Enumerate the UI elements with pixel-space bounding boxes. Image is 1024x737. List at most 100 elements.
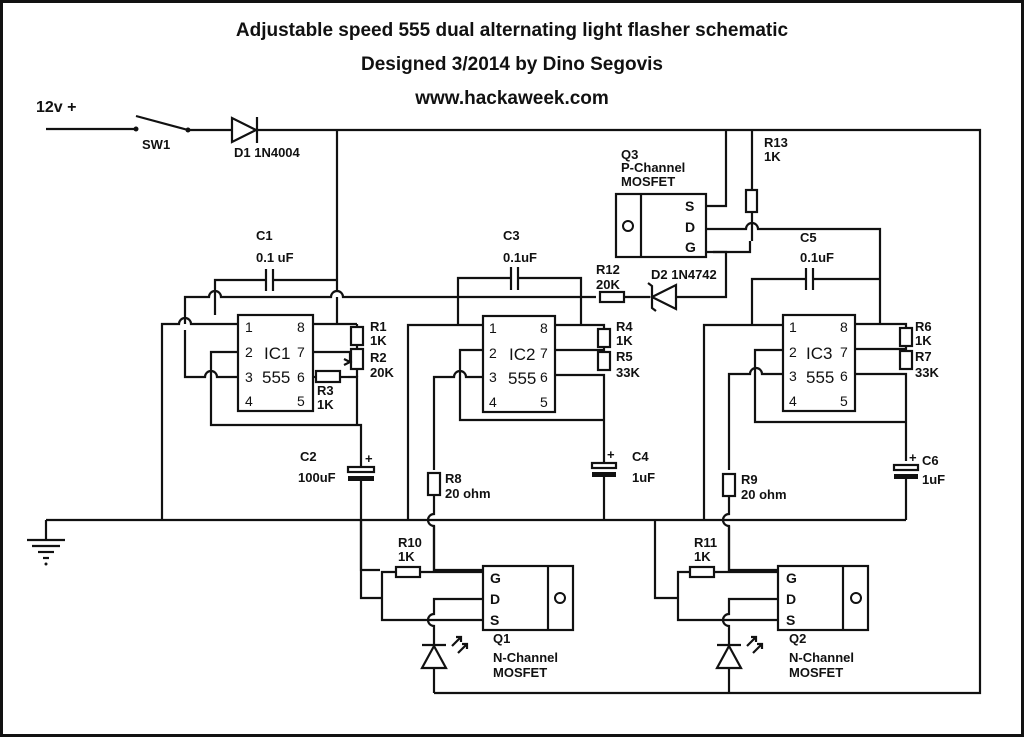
ic3-pin6: 6 [840, 368, 848, 384]
q2-pin-d: D [786, 591, 796, 607]
r2-potentiometer[interactable] [349, 347, 365, 371]
r7-value: 33K [915, 365, 939, 380]
q2-kind: MOSFET [789, 665, 843, 680]
ic2-part: 555 [508, 369, 536, 388]
q1-kind: MOSFET [493, 665, 547, 680]
c2-ref: C2 [300, 449, 317, 464]
r7-resistor [898, 349, 914, 371]
c2-value: 100uF [298, 470, 336, 485]
q3-mosfet [614, 192, 708, 259]
ic1-pin6: 6 [297, 369, 305, 385]
q1-ref: Q1 [493, 631, 510, 646]
c6-ref: C6 [922, 453, 939, 468]
ic3-ref: IC3 [806, 344, 832, 363]
q3-pin-g: G [685, 239, 696, 255]
r3-value: 1K [317, 397, 334, 412]
ic3-pin1: 1 [789, 319, 797, 335]
ic3-chip [781, 313, 857, 413]
q2-ref: Q2 [789, 631, 806, 646]
r2-value: 20K [370, 365, 394, 380]
q3-pin-d: D [685, 219, 695, 235]
led-icon [715, 635, 764, 693]
ic2-pin2: 2 [489, 345, 497, 361]
ic2-ref: IC2 [509, 345, 535, 364]
r5-value: 33K [616, 365, 640, 380]
r3-resistor [314, 369, 342, 384]
r4-value: 1K [616, 333, 633, 348]
schematic-title: Adjustable speed 555 dual alternating li… [236, 20, 789, 41]
r9-ref: R9 [741, 472, 758, 487]
c1-value: 0.1 uF [256, 250, 294, 265]
c5-ref: C5 [800, 230, 817, 245]
ic1-ref: IC1 [264, 344, 290, 363]
r11-resistor [688, 565, 716, 579]
q1-pin-d: D [490, 591, 500, 607]
r11-value: 1K [694, 549, 711, 564]
r2-ref: R2 [370, 350, 387, 365]
c6-capacitor [892, 463, 920, 472]
r4-resistor [596, 327, 612, 349]
ic2-pin1: 1 [489, 320, 497, 336]
c1-ref: C1 [256, 228, 273, 243]
ic1-chip [236, 313, 315, 413]
r7-ref: R7 [915, 349, 932, 364]
r10-value: 1K [398, 549, 415, 564]
r13-value: 1K [764, 149, 781, 164]
zener-d2-label: D2 1N4742 [651, 267, 717, 282]
q1-pin-g: G [490, 570, 501, 586]
r10-ref: R10 [398, 535, 422, 550]
ic3-pin7: 7 [840, 344, 848, 360]
r5-resistor [596, 350, 612, 372]
r6-resistor [898, 326, 914, 348]
q2-type: N-Channel [789, 650, 854, 665]
r6-value: 1K [915, 333, 932, 348]
ic3-pin8: 8 [840, 319, 848, 335]
c2-capacitor [346, 465, 376, 474]
diode-d1-label: D1 1N4004 [234, 145, 301, 160]
r9-resistor [721, 472, 737, 498]
q2-pin-g: G [786, 570, 797, 586]
r4-ref: R4 [616, 319, 633, 334]
r12-ref: R12 [596, 262, 620, 277]
q1-mosfet [481, 564, 575, 632]
q1-type: N-Channel [493, 650, 558, 665]
c6-value: 1uF [922, 472, 945, 487]
switch-icon[interactable] [46, 114, 191, 133]
ic1-pin7: 7 [297, 344, 305, 360]
r5-ref: R5 [616, 349, 633, 364]
r10-resistor [394, 565, 422, 579]
ic3-pin4: 4 [789, 393, 797, 409]
q1-pin-s: S [490, 612, 499, 628]
ic3-pin5: 5 [840, 393, 848, 409]
ic1-pin4: 4 [245, 393, 253, 409]
ground-icon [27, 520, 65, 566]
r8-ref: R8 [445, 471, 462, 486]
c3-value: 0.1uF [503, 250, 537, 265]
c6-polarity: + [909, 450, 917, 465]
c5-value: 0.1uF [800, 250, 834, 265]
ic2-pin7: 7 [540, 345, 548, 361]
q3-type: P-Channel [621, 160, 685, 175]
c4-value: 1uF [632, 470, 655, 485]
ic1-pin1: 1 [245, 319, 253, 335]
r3-ref: R3 [317, 383, 334, 398]
r13-resistor [744, 188, 759, 214]
led-icon [420, 635, 469, 693]
switch-label: SW1 [142, 137, 170, 152]
supply-label: 12v + [36, 99, 76, 116]
ic2-pin6: 6 [540, 369, 548, 385]
ic1-pin8: 8 [297, 319, 305, 335]
ic1-pin3: 3 [245, 369, 253, 385]
schematic-subtitle: Designed 3/2014 by Dino Segovis [361, 54, 663, 75]
r8-value: 20 ohm [445, 486, 491, 501]
ic3-pin3: 3 [789, 368, 797, 384]
positive-rail [257, 128, 982, 695]
r1-ref: R1 [370, 319, 387, 334]
q2-pin-s: S [786, 612, 795, 628]
c3-ref: C3 [503, 228, 520, 243]
ic3-part: 555 [806, 368, 834, 387]
ic1-part: 555 [262, 368, 290, 387]
r11-ref: R11 [694, 535, 717, 550]
ic2-pin3: 3 [489, 369, 497, 385]
